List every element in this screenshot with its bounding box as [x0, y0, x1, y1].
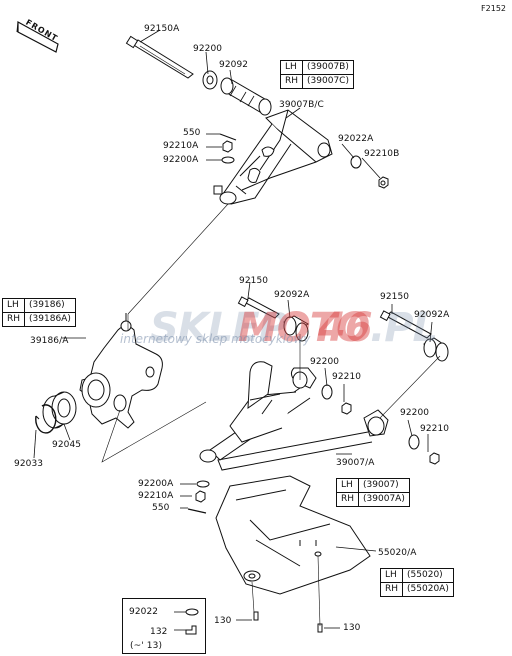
washer-92022a [350, 155, 362, 169]
inset-box-92022-132 [122, 598, 206, 654]
washer-92200a-top [221, 156, 235, 164]
table-row: LH(55020) [379, 568, 454, 583]
washer-92200a-bot [196, 480, 210, 488]
label-130-left: 130 [214, 616, 232, 626]
table-row: LH(39186) [1, 298, 76, 313]
assembly-lines [101, 203, 441, 627]
bolt-130-right [317, 623, 323, 633]
label-92033: 92033 [14, 459, 44, 469]
label-55020a: 55020/A [378, 548, 417, 558]
label-92200-top: 92200 [193, 44, 223, 54]
label-92210-mid: 92210 [332, 372, 362, 382]
bolt-132 [185, 625, 197, 635]
label-92092a-mid: 92092A [274, 290, 310, 300]
table-upper-arm: LH(39007B) RH(39007C) [279, 60, 354, 89]
label-39186a: 39186/A [30, 336, 69, 346]
front-arrow-icon: FRONT [16, 18, 62, 58]
table-lower-arm: LH(39007) RH(39007A) [335, 478, 410, 507]
label-130-right: 130 [343, 623, 361, 633]
label-92045: 92045 [52, 440, 82, 450]
cotter-pin-550-top [219, 133, 237, 141]
label-92210-right: 92210 [420, 424, 450, 434]
bushing-92092a-mid [283, 315, 309, 342]
label-92200-mid: 92200 [310, 357, 340, 367]
table-guard: LH(55020) RH(55020A) [379, 568, 454, 597]
table-row: LH(39007B) [279, 60, 354, 75]
label-92092a-right: 92092A [414, 310, 450, 320]
label-92210a-top: 92210A [163, 141, 199, 151]
table-row: LH(39007) [335, 478, 410, 493]
label-92150-right: 92150 [380, 292, 410, 302]
nut-92210b [378, 176, 389, 189]
label-92092-top: 92092 [219, 60, 249, 70]
label-92200a-top: 92200A [163, 155, 199, 165]
table-row: RH(55020A) [379, 582, 454, 597]
watermark-part3: 46 [318, 305, 373, 351]
bearing-92045 [42, 391, 77, 429]
label-92022a: 92022A [338, 134, 374, 144]
label-550-bot: 550 [152, 503, 170, 513]
table-row: RH(39007C) [279, 74, 354, 89]
label-92022: 92022 [129, 607, 159, 617]
upper-a-arm [213, 109, 333, 205]
lower-a-arm [199, 361, 389, 471]
label-92200a-bot: 92200A [138, 479, 174, 489]
washer-92200-mid [321, 384, 333, 400]
washer-92200-top [202, 70, 218, 90]
label-92210a-bot: 92210A [138, 491, 174, 501]
watermark-part2: MOTO [238, 305, 370, 351]
a-arm-guard-55020a [215, 475, 371, 595]
bolt-130-left [253, 611, 259, 621]
table-knuckle: LH(39186) RH(39186A) [1, 298, 76, 327]
label-92210b: 92210B [364, 149, 400, 159]
figure-code: F2152 [481, 4, 506, 13]
label-132: 132 [150, 627, 168, 637]
nut-92210-mid [341, 402, 352, 415]
nut-92210a-top [222, 140, 233, 153]
steering-knuckle [79, 313, 163, 429]
bushing-92092-top [220, 77, 272, 116]
cotter-pin-550-bot [187, 508, 207, 514]
washer-92200-right [408, 434, 420, 450]
label-132-note: (~' 13) [130, 641, 163, 651]
label-92150-mid: 92150 [239, 276, 269, 286]
leader-lines [33, 29, 433, 631]
label-92150a: 92150A [144, 24, 180, 34]
watermark-tld: .PL [370, 305, 438, 351]
bolt-92150a [125, 35, 194, 79]
table-row: RH(39186A) [1, 312, 76, 327]
label-550-top: 550 [183, 128, 201, 138]
bolt-92150-mid [237, 296, 280, 319]
watermark-subtitle: internetowy sklep motocyklowy [120, 332, 311, 346]
label-39007a: 39007/A [336, 458, 375, 468]
watermark-part1: SKLEP [150, 305, 288, 351]
circlip-92033 [35, 404, 57, 434]
label-39007bc: 39007B/C [279, 100, 324, 110]
bushing-92092a-right [423, 337, 449, 362]
label-92200-right: 92200 [400, 408, 430, 418]
nut-92210-right [429, 452, 440, 465]
table-row: RH(39007A) [335, 492, 410, 507]
nut-92210a-bot [195, 490, 206, 503]
